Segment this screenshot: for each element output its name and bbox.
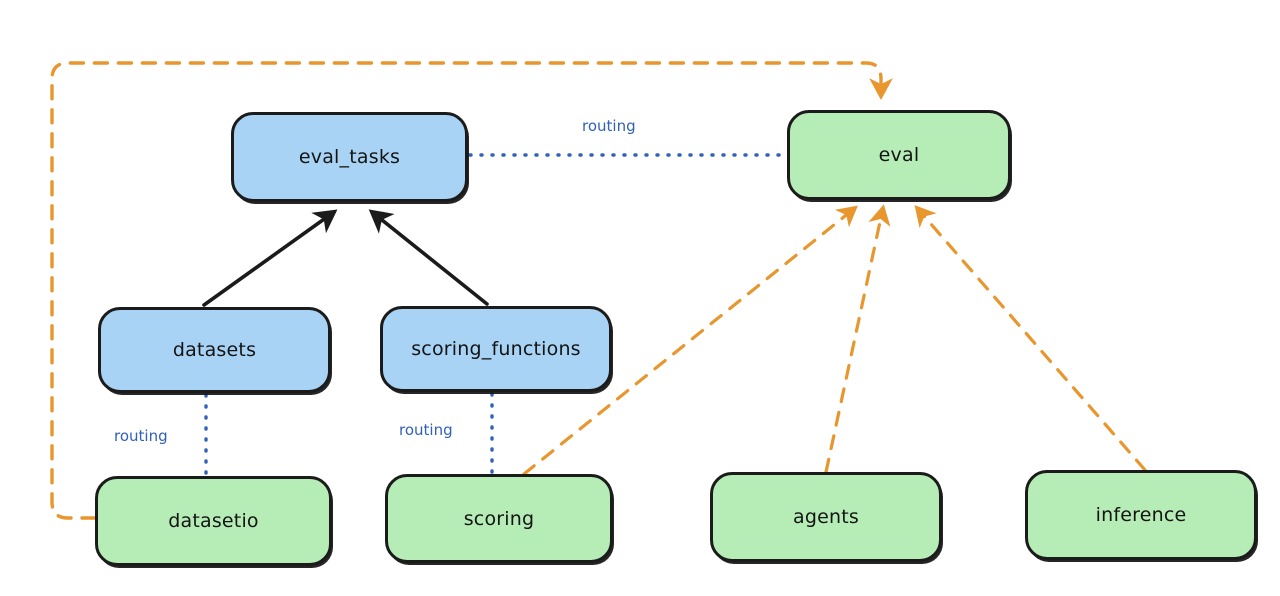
node-datasetio[interactable]: datasetio — [95, 476, 332, 566]
node-inference[interactable]: inference — [1025, 470, 1257, 560]
node-datasets[interactable]: datasets — [98, 307, 331, 393]
node-label: eval — [878, 144, 920, 166]
edge-label-routing-datasets-datasetio: routing — [112, 427, 170, 445]
node-label: eval_tasks — [298, 146, 401, 168]
edge-datasets-eval_tasks — [202, 209, 338, 307]
node-label: scoring_functions — [411, 338, 581, 360]
node-scoring-functions[interactable]: scoring_functions — [380, 306, 612, 392]
node-agents[interactable]: agents — [710, 472, 942, 562]
node-label: datasets — [172, 339, 257, 361]
node-label: inference — [1095, 504, 1187, 526]
node-eval-tasks[interactable]: eval_tasks — [231, 112, 468, 202]
edge-agents-eval — [824, 204, 891, 474]
edge-label-routing-scoring-functions-scoring: routing — [397, 421, 455, 439]
node-label: agents — [793, 506, 859, 528]
node-label: datasetio — [168, 510, 259, 532]
edge-inference-eval — [914, 205, 1147, 472]
node-label: scoring — [463, 507, 535, 530]
node-scoring[interactable]: scoring — [385, 474, 613, 563]
edge-scoring_functions-eval_tasks — [368, 209, 489, 306]
edge-label-routing-eval-tasks-eval: routing — [580, 117, 638, 135]
node-eval[interactable]: eval — [787, 110, 1011, 200]
